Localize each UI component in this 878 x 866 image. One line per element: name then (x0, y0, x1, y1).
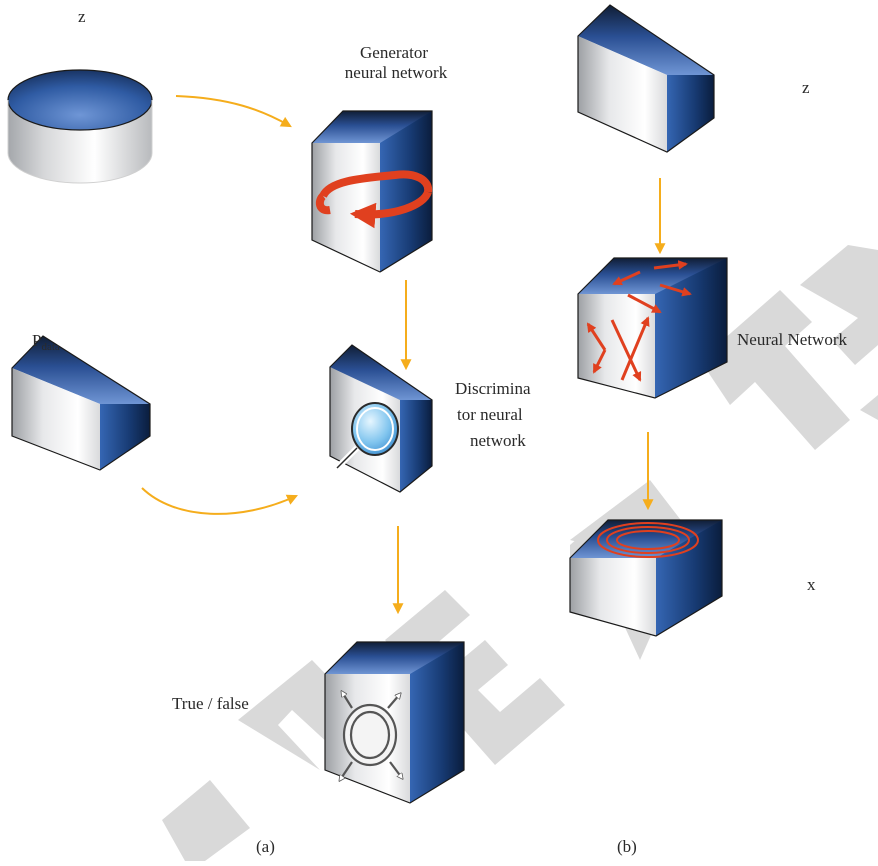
panel-b-label: (b) (617, 837, 637, 856)
watermark-letter-e2 (800, 245, 878, 420)
z-box-b (577, 4, 715, 153)
scatter-arrows-icon (586, 260, 692, 382)
pdata-box (11, 335, 151, 471)
discriminator-label-line2: tor neural (457, 405, 523, 424)
rotate-arrows-icon (315, 170, 433, 229)
generator-label-line1: Generator (360, 43, 428, 62)
discriminator-label-line3: network (470, 431, 526, 450)
arrow-pdata-to-discriminator (141, 487, 298, 515)
watermark-letter-e (385, 590, 565, 765)
pdata-label-base: P (32, 331, 42, 350)
z-label-a: z (78, 7, 86, 26)
neural-network-box (577, 257, 728, 399)
expand-arrows-icon (340, 692, 402, 780)
watermark-letter-t (700, 290, 850, 450)
output-box (324, 641, 465, 804)
discriminator-box (329, 344, 433, 493)
magnifier-icon (334, 402, 399, 471)
panel-a-label: (a) (256, 837, 275, 856)
generator-label-line2: neural network (344, 63, 448, 82)
discriminator-label-line1: Discrimina (455, 379, 531, 398)
x-label-b: x (807, 575, 816, 594)
true-false-label: True / false (172, 694, 249, 713)
arrow-z-to-generator (175, 95, 292, 128)
concentric-rings-icon (597, 522, 699, 558)
z-label-b: z (802, 78, 810, 97)
pdata-label-sub: data (41, 341, 60, 353)
x-box-b (569, 519, 723, 637)
pdata-label: Pdata (32, 330, 60, 358)
watermark-letter-r (162, 660, 370, 861)
generator-box (311, 110, 433, 273)
database-cylinder-icon (7, 69, 153, 184)
generator-label: Generator (332, 42, 456, 63)
neural-network-label: Neural Network (737, 330, 847, 349)
